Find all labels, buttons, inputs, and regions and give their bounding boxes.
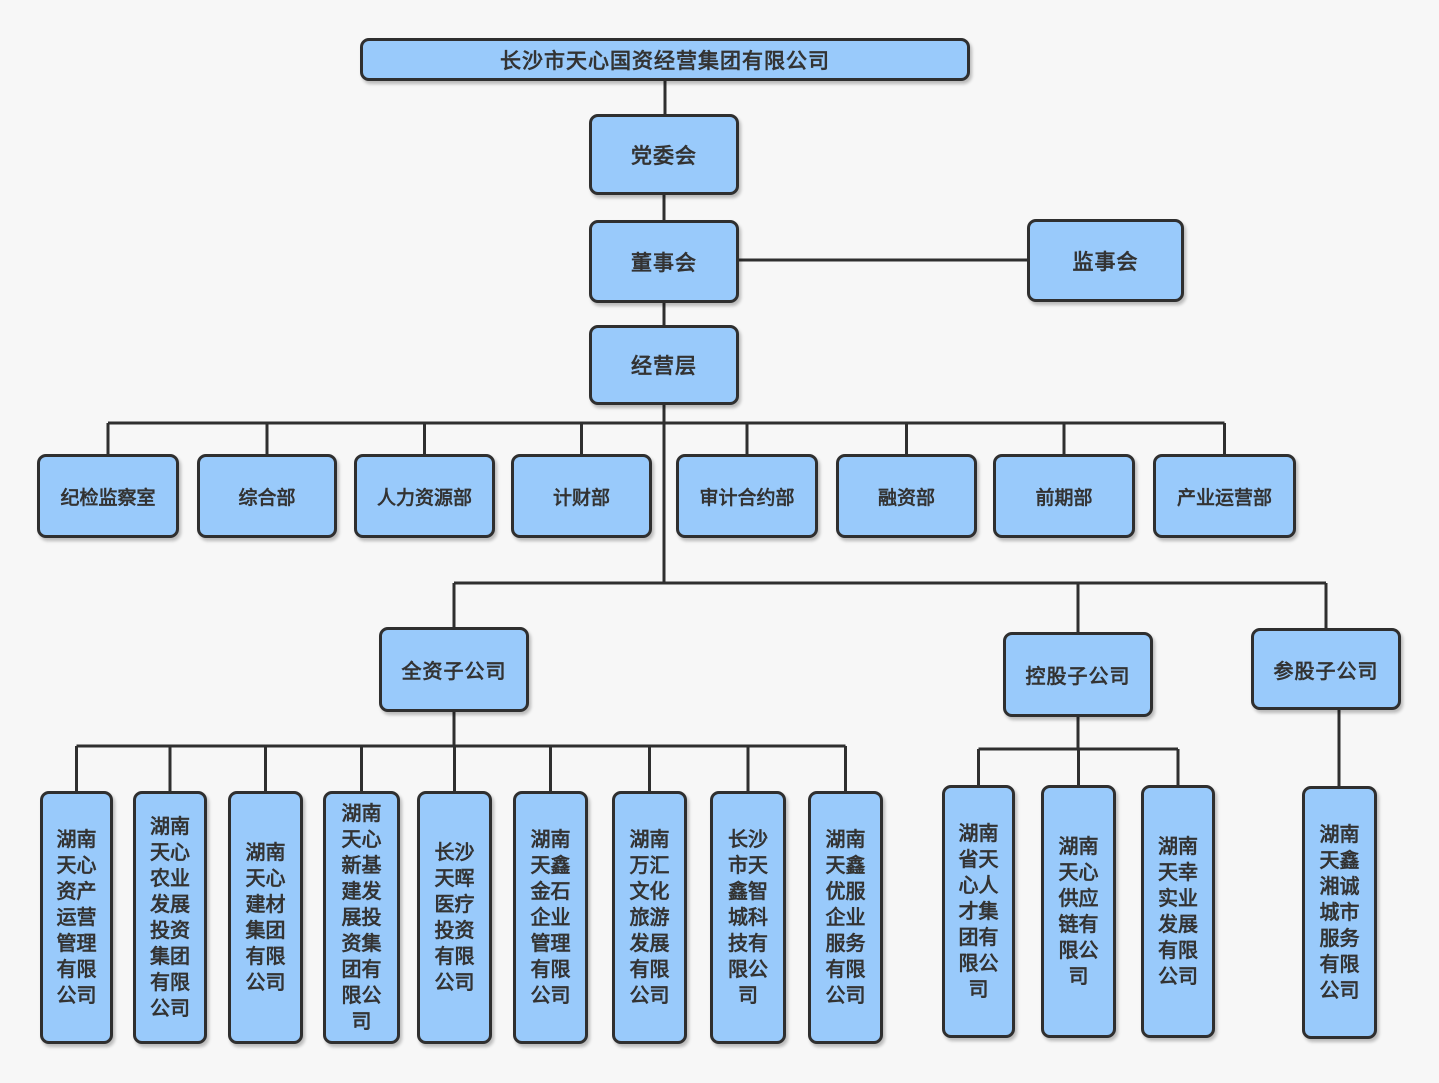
- node-dept-discipline-inspection: 纪检监察室: [37, 454, 179, 538]
- node-company-holding-3: 湖南天幸实业发展有限公司: [1141, 785, 1215, 1038]
- node-dept-industry-operation: 产业运营部: [1153, 454, 1296, 538]
- node-company-wholly-9: 湖南天鑫优服企业服务有限公司: [808, 791, 883, 1044]
- node-company-holding-2: 湖南天心供应链有限公司: [1041, 785, 1116, 1038]
- node-dept-financing: 融资部: [836, 454, 977, 538]
- node-board-of-directors: 董事会: [589, 220, 739, 303]
- node-company-wholly-6: 湖南天鑫金石企业管理有限公司: [513, 791, 588, 1044]
- node-group-wholly-owned: 全资子公司: [379, 627, 529, 712]
- node-company-wholly-7: 湖南万汇文化旅游发展有限公司: [612, 791, 687, 1044]
- node-group-holding: 控股子公司: [1003, 632, 1153, 717]
- node-dept-human-resources: 人力资源部: [354, 454, 495, 538]
- node-dept-general: 综合部: [197, 454, 337, 538]
- node-dept-audit-contract: 审计合约部: [676, 454, 818, 538]
- node-company-holding-1: 湖南省天心人才集团有限公司: [942, 785, 1015, 1038]
- node-dept-preliminary: 前期部: [993, 454, 1135, 538]
- node-root-company: 长沙市天心国资经营集团有限公司: [360, 38, 970, 81]
- node-company-wholly-1: 湖南天心资产运营管理有限公司: [40, 791, 113, 1044]
- node-company-wholly-3: 湖南天心建材集团有限公司: [228, 791, 303, 1044]
- node-company-wholly-4: 湖南天心新基建发展投资集团有限公司: [323, 791, 400, 1044]
- node-company-wholly-2: 湖南天心农业发展投资集团有限公司: [133, 791, 207, 1044]
- node-group-participating: 参股子公司: [1251, 628, 1401, 710]
- node-supervisory-board: 监事会: [1027, 219, 1184, 302]
- node-management-level: 经营层: [589, 325, 739, 405]
- node-company-participating-1: 湖南天鑫湘诚城市服务有限公司: [1302, 786, 1377, 1039]
- node-party-committee: 党委会: [589, 114, 739, 195]
- node-company-wholly-8: 长沙市天鑫智城科技有限公司: [710, 791, 786, 1044]
- node-dept-finance: 计财部: [511, 454, 652, 538]
- node-company-wholly-5: 长沙天晖医疗投资有限公司: [417, 791, 492, 1044]
